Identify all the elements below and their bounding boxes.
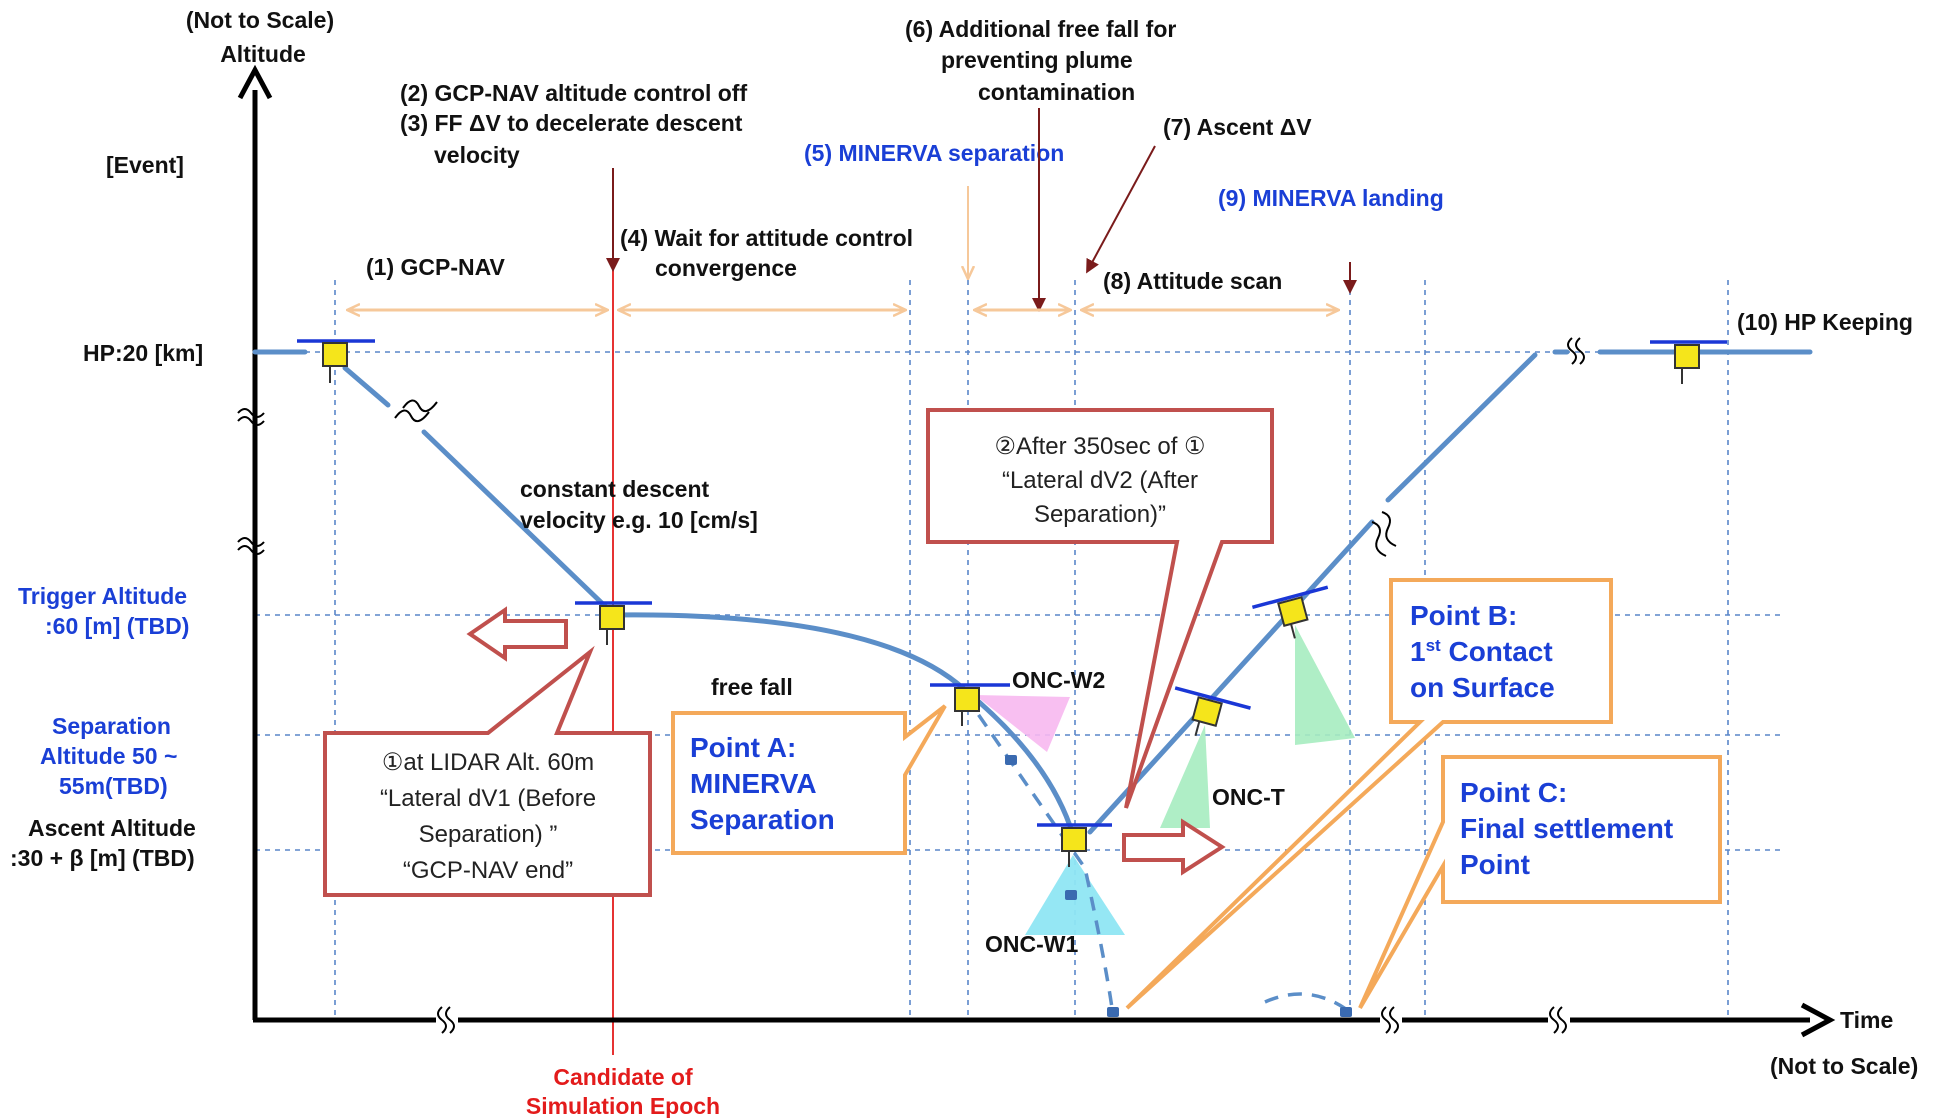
y-axis-title: Altitude (220, 41, 306, 67)
event-9-label: (9) MINERVA landing (1218, 185, 1444, 211)
ascent-break-icon (1371, 521, 1387, 557)
trajectory-descent-upper (342, 365, 391, 408)
ascent-altitude-label: Ascent Altitude (28, 815, 196, 841)
minerva-marker (1340, 1007, 1352, 1017)
spacecraft-icon (1037, 823, 1112, 867)
separation-altitude-label-2: Altitude 50 ~ (40, 743, 177, 769)
minerva-marker (1107, 1007, 1119, 1017)
event-header: [Event] (106, 152, 184, 178)
spacecraft-icon (1174, 686, 1251, 737)
trajectory-descent-lower (421, 429, 610, 611)
separation-altitude-label: Separation (52, 713, 171, 739)
y-scale-note: (Not to Scale) (186, 7, 334, 33)
event-8-label: (8) Attitude scan (1103, 268, 1282, 294)
lateral-dv2-arrow (1122, 818, 1226, 876)
callout-dv1-line3: Separation) ” (419, 821, 558, 848)
callout-dv1 (323, 645, 652, 897)
spacecraft-icon (1251, 585, 1329, 639)
y-axis-break-icons (237, 408, 265, 555)
onc-w2-label: ONC-W2 (1012, 667, 1105, 693)
onc-w1-label: ONC-W1 (985, 931, 1078, 957)
minerva-trajectory (963, 694, 1114, 1009)
event-4-label: (4) Wait for attitude control (620, 225, 913, 251)
spacecraft-icon (930, 683, 1010, 726)
point-b-line3: on Surface (1410, 672, 1555, 703)
hp-altitude-label: HP:20 [km] (83, 340, 203, 366)
point-b-line1: Point B: (1410, 600, 1517, 631)
trajectory-free-fall (610, 612, 1076, 838)
callout-dv2-line3: Separation)” (1034, 501, 1166, 528)
trigger-altitude-value: :60 [m] (TBD) (45, 613, 189, 639)
point-a-callout (671, 704, 947, 855)
point-a-line2: MINERVA (690, 768, 817, 799)
event-7-arrow (1086, 145, 1156, 274)
descent-annotation: constant descent (520, 476, 709, 502)
onc-t-cone-1 (1160, 725, 1210, 828)
minerva-marker (1065, 890, 1077, 900)
event-6-label-2: preventing plume (941, 47, 1133, 73)
point-a-line1: Point A: (690, 732, 796, 763)
descent-break-icon (402, 399, 438, 413)
minerva-bounce (1264, 992, 1352, 1014)
event-6-label-3: contamination (978, 79, 1135, 105)
event-3-label: (3) FF ΔV to decelerate descent (400, 110, 743, 136)
callout-dv2 (926, 408, 1274, 809)
event-2-label: (2) GCP-NAV altitude control off (400, 80, 747, 106)
lateral-dv1-arrow (466, 606, 568, 662)
separation-altitude-value: 55m(TBD) (59, 773, 168, 799)
x-axis-break-icons (436, 1006, 1570, 1034)
descent-annotation-2: velocity e.g. 10 [cm/s] (520, 507, 758, 533)
ascent-altitude-value: :30 + β [m] (TBD) (10, 845, 195, 871)
event-6-label: (6) Additional free fall for (905, 16, 1176, 42)
point-c-callout (1358, 755, 1722, 1010)
point-b-line2: 1st Contact (1410, 636, 1553, 667)
event-7-label: (7) Ascent ΔV (1163, 114, 1312, 140)
epoch-label: Candidate of (553, 1064, 693, 1090)
callout-dv1-line4: “GCP-NAV end” (403, 857, 573, 884)
callout-dv1-line2: “Lateral dV1 (Before (380, 785, 596, 812)
callout-dv2-line1: ②After 350sec of ① (994, 433, 1205, 460)
trigger-altitude-label: Trigger Altitude (18, 583, 187, 609)
minerva-markers (1005, 755, 1352, 1017)
callout-dv2-line2: “Lateral dV2 (After (1002, 467, 1198, 494)
event-5-label: (5) MINERVA separation (804, 140, 1064, 166)
minerva-marker (1005, 755, 1017, 765)
point-a-line3: Separation (690, 804, 835, 835)
event-4-label-2: convergence (655, 255, 797, 281)
spacecraft-icon (297, 339, 375, 383)
trajectory (252, 337, 1813, 1014)
event-10-label: (10) HP Keeping (1737, 309, 1913, 335)
point-c-line2: Final settlement (1460, 813, 1673, 844)
onc-w2-cone (975, 695, 1070, 752)
onc-t-cone-2 (1295, 625, 1355, 745)
point-b-callout (1125, 578, 1613, 1010)
event-3-label-2: velocity (434, 142, 520, 168)
event-1-label: (1) GCP-NAV (366, 254, 506, 280)
point-c-line3: Point (1460, 849, 1530, 880)
x-scale-note: (Not to Scale) (1770, 1053, 1918, 1079)
epoch-label-2: Simulation Epoch (526, 1093, 720, 1118)
trajectory-ascent-upper (1385, 352, 1538, 503)
hp-break-icon (1567, 337, 1577, 365)
x-axis-arrowhead (1800, 1002, 1836, 1038)
callout-dv1-line1: ①at LIDAR Alt. 60m (382, 749, 594, 776)
free-fall-label: free fall (711, 674, 793, 700)
point-c-line1: Point C: (1460, 777, 1567, 808)
y-axis-arrowhead (237, 64, 273, 100)
spacecraft-icon (1650, 340, 1727, 384)
onc-t-label: ONC-T (1212, 784, 1285, 810)
spacecraft-icon (575, 601, 652, 645)
x-axis-title: Time (1840, 1007, 1893, 1033)
